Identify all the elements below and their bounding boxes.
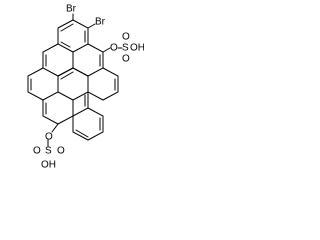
ring-g-bonds xyxy=(42,99,74,125)
ring-a-double-3 xyxy=(60,41,71,48)
ring-e-bonds xyxy=(27,67,59,101)
ring-i-bonds xyxy=(72,107,104,141)
chemical-structure: Br Br O S OH O O O S OH O O xyxy=(27,4,144,171)
o-upper-bond xyxy=(102,47,111,53)
ring-a-bonds xyxy=(57,19,89,53)
o-label-upper-top: O xyxy=(122,32,130,43)
o-label-lower-left: O xyxy=(33,146,41,157)
ring-i-double-1 xyxy=(75,129,89,138)
br-label-right: Br xyxy=(95,17,106,28)
oh-label-upper: OH xyxy=(130,43,144,54)
ring-f-bonds xyxy=(57,67,89,101)
bonds xyxy=(27,13,123,147)
br-right-bond xyxy=(87,23,96,29)
o-label-upper: O xyxy=(110,43,118,54)
br-label-top: Br xyxy=(66,4,77,15)
o-lower-bond xyxy=(51,123,59,133)
ring-d-bonds xyxy=(87,67,119,101)
ring-b-bonds xyxy=(72,43,104,77)
ring-f-double xyxy=(60,71,74,80)
labels: Br Br O S OH O O O S OH O O xyxy=(33,4,144,171)
s-label-upper: S xyxy=(122,43,129,54)
oh-label-lower: OH xyxy=(41,160,56,171)
o-label-lower-right: O xyxy=(57,146,65,157)
s-label-lower: S xyxy=(45,146,52,157)
ring-c-bonds xyxy=(42,43,74,77)
o-label-lower: O xyxy=(45,132,53,143)
ring-a-double-1 xyxy=(60,23,74,32)
o-label-upper-bottom: O xyxy=(122,54,130,65)
